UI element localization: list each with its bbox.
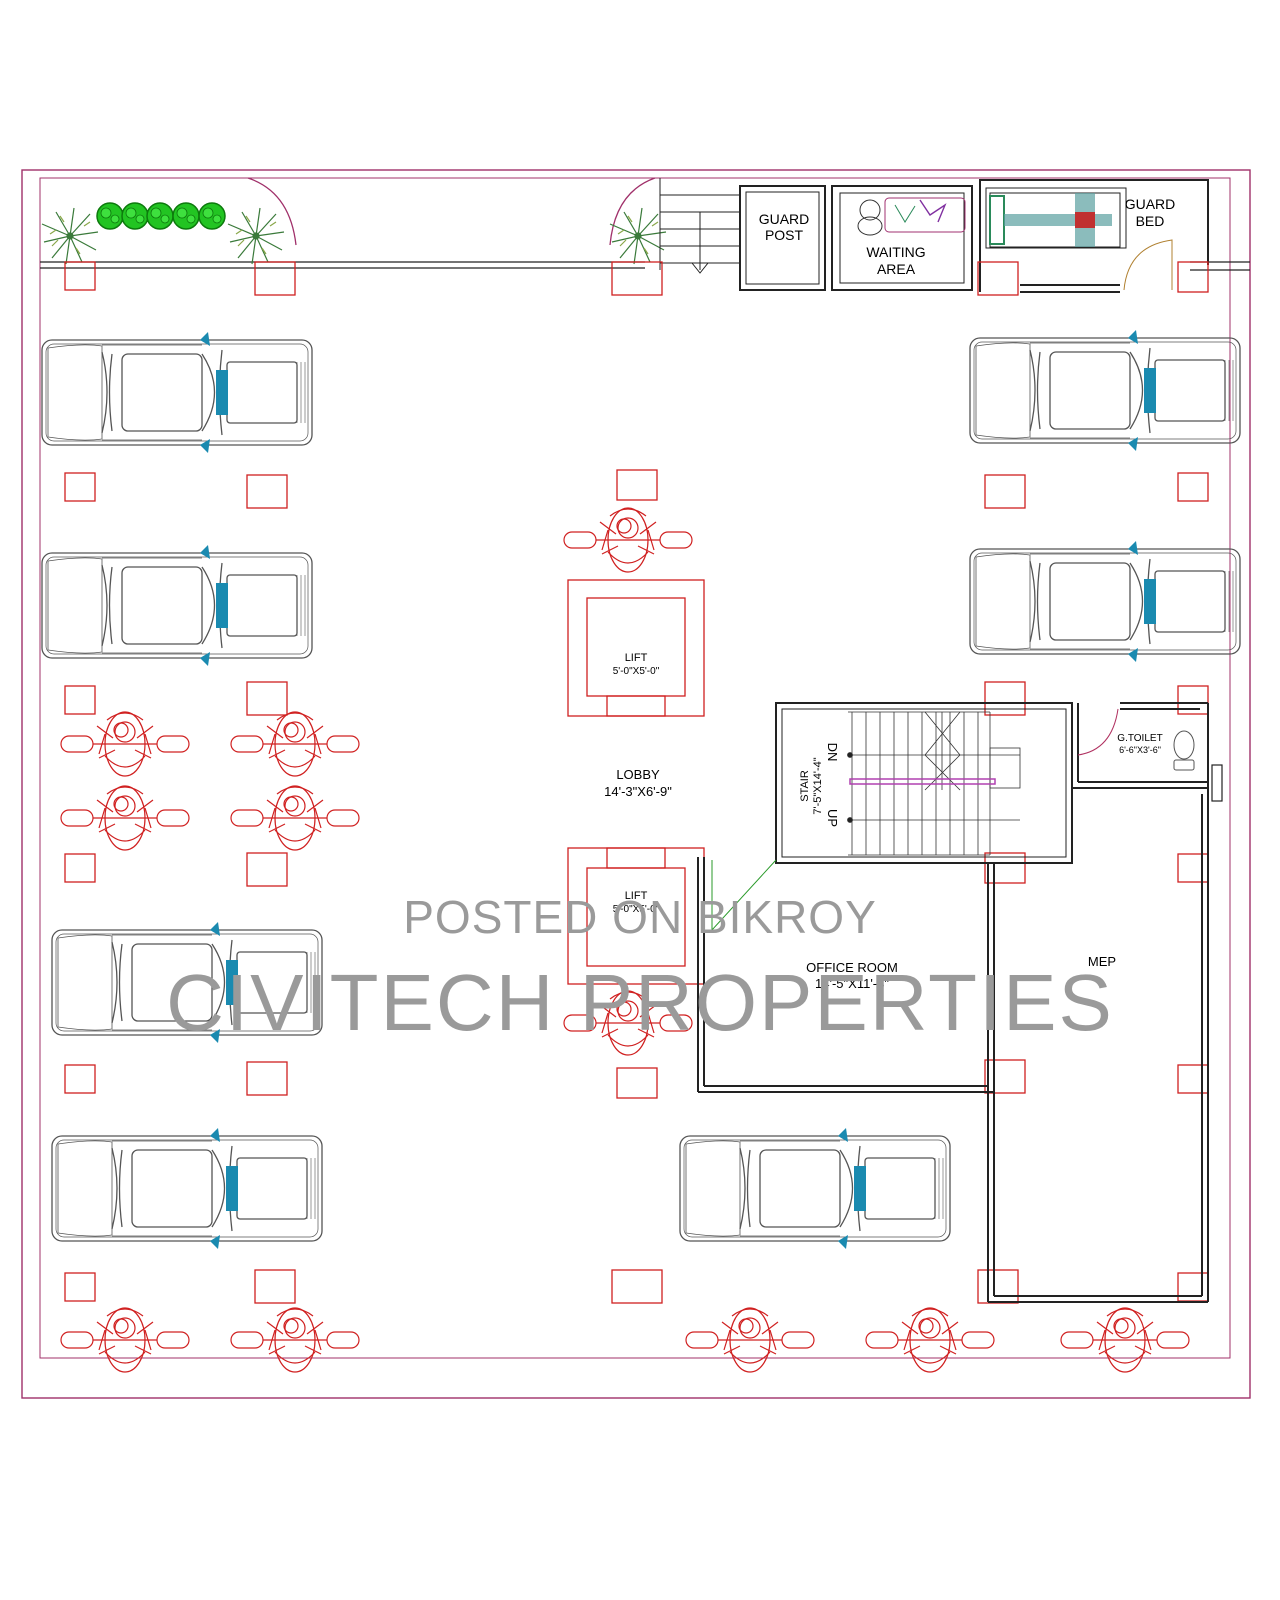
motorbike-top-view-icon (230, 785, 360, 851)
front-wall (40, 177, 1250, 271)
lift-top-label-1: LIFT (625, 652, 648, 664)
motorbike-top-view-icon (60, 785, 190, 851)
car-top-view-icon (969, 540, 1241, 663)
door-swing (1077, 708, 1119, 756)
office-room (697, 857, 994, 1093)
lift-top-label-2: 5'-0"X5'-0" (613, 666, 660, 677)
car-top-view-icon (51, 1127, 323, 1250)
waiting-area-label-1: WAITING (866, 244, 925, 260)
motorbike-top-view-icon (685, 1307, 815, 1373)
wall-marker (1211, 764, 1223, 802)
car-top-view-icon (41, 331, 313, 454)
sofa-icon (857, 197, 966, 236)
waiting-area-label-2: AREA (877, 261, 916, 277)
motorbike-top-view-icon (563, 507, 693, 573)
motorbike-top-view-icon (865, 1307, 995, 1373)
door-swing (1123, 239, 1173, 291)
toilet-label-2: 6'-6"X3'-6" (1119, 745, 1161, 755)
door-swing (711, 859, 777, 932)
office-room-label-1: OFFICE ROOM (806, 960, 898, 975)
lift-bottom-label-2: 5'-0"X5'-0" (613, 904, 660, 915)
plant-icon (41, 202, 667, 265)
guard-bed-room (979, 179, 1209, 293)
watermark-line-2: CIVITECH PROPERTIES (166, 958, 1114, 1047)
stair-label-2: 7'-5"X14'-4" (812, 757, 824, 814)
stair-label-1: STAIR (799, 770, 811, 802)
stair-dn-label: DN (825, 743, 840, 762)
watermark-line-1: POSTED ON BIKROY (403, 891, 877, 943)
lobby-label-1: LOBBY (616, 767, 660, 782)
toilet-icon (1173, 730, 1195, 771)
toilet-label-1: G.TOILET (1117, 733, 1162, 744)
lift-top (567, 579, 705, 717)
columns (64, 261, 1209, 1304)
lobby-label-2: 14'-3"X6'-9" (604, 784, 672, 799)
car-top-view-icon (679, 1127, 951, 1250)
motorbike-top-view-icon (230, 1307, 360, 1373)
office-room-label-2: 14'-5"X11'-3" (815, 976, 889, 991)
guard-bed-label-1: GUARD (1125, 196, 1176, 212)
car-top-view-icon (41, 544, 313, 667)
car-top-view-icon (969, 329, 1241, 452)
lift-bottom-label-1: LIFT (625, 890, 648, 902)
mep-room (987, 788, 1209, 1303)
motorbike-top-view-icon (60, 1307, 190, 1373)
entry-steps (659, 178, 740, 274)
stair-treads (847, 711, 1021, 856)
guard-bed-label-2: BED (1136, 213, 1165, 229)
mep-label: MEP (1088, 954, 1116, 969)
waiting-area (831, 185, 973, 291)
toilet-room (1071, 702, 1209, 789)
stair-up-label: UP (825, 809, 840, 827)
motorbike-top-view-icon (1060, 1307, 1190, 1373)
bed-icon (989, 192, 1121, 248)
motorbike-top-view-icon (60, 711, 190, 777)
guard-post-label-1: GUARD (759, 211, 810, 227)
plot-boundary (21, 169, 1251, 1399)
guard-post (739, 185, 826, 291)
motorbike-top-view-icon (230, 711, 360, 777)
guard-post-label-2: POST (765, 227, 804, 243)
